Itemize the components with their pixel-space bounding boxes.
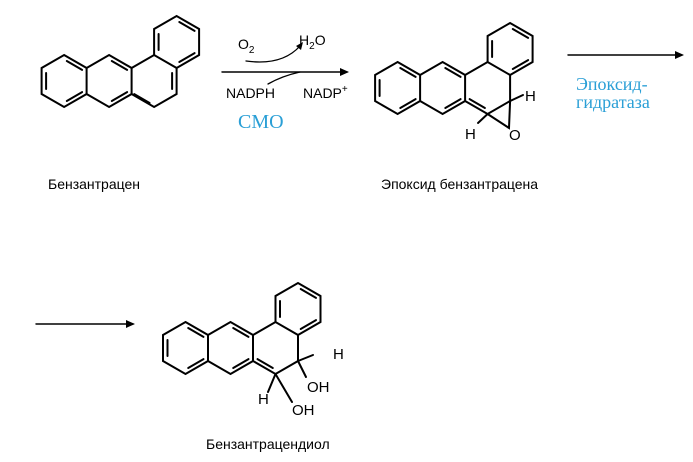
reaction-arrow-1 (221, 42, 349, 85)
enzyme-epoxide-hydrolase-line1: Эпоксид- (576, 74, 648, 94)
epoxide-oxygen: O (509, 127, 521, 144)
epoxide-structure (374, 21, 534, 130)
enzyme-cmo: CMO (238, 111, 284, 133)
diol-label: Бензантрацендиол (206, 436, 330, 452)
diol-h-lower: H (258, 391, 269, 408)
cofactor-nadp: NADP+ (303, 84, 348, 101)
benzanthracene-structure (40, 14, 201, 109)
epoxide-h-upper: H (525, 88, 536, 105)
reagent-o2: O2 (238, 36, 255, 56)
diol-oh-lower: OH (292, 402, 315, 419)
reaction-arrow-2 (567, 51, 684, 59)
cofactor-nadph: NADPH (226, 85, 275, 101)
diol-h-upper: H (333, 346, 344, 363)
epoxide-label: Эпоксид бензантрацена (381, 176, 538, 192)
diol-oh-upper: OH (307, 379, 330, 396)
epoxide-h-lower: H (465, 126, 476, 143)
reaction-arrow-3 (35, 320, 135, 328)
benzanthracene-label: Бензантрацен (48, 176, 140, 192)
product-h2o: H2O (299, 32, 326, 52)
enzyme-epoxide-hydrolase-line2: гидратаза (576, 92, 650, 112)
diol-structure (162, 281, 322, 403)
